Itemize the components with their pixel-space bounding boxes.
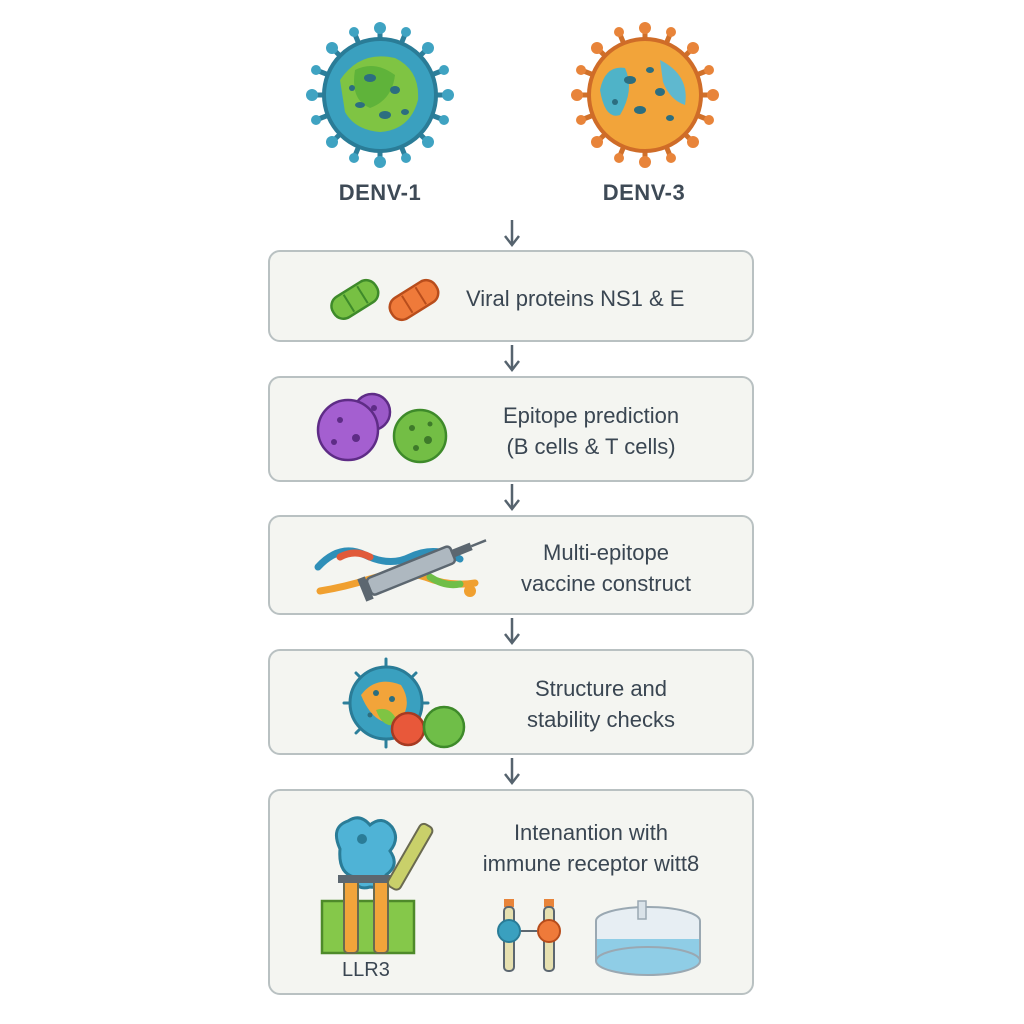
down-arrow-icon bbox=[504, 758, 520, 786]
denv1-label: DENV-1 bbox=[338, 180, 422, 205]
denv1-virus-icon bbox=[306, 22, 454, 168]
petri-dish-icon bbox=[595, 900, 701, 976]
cell-clusters-icon bbox=[316, 392, 448, 464]
protein-structure-icon bbox=[342, 657, 466, 749]
step-label: Viral proteins NS1 & E bbox=[466, 283, 684, 314]
step-label: Structure and stability checks bbox=[506, 673, 696, 735]
lab-vials-icon bbox=[497, 899, 561, 972]
step-receptor-interaction: LLR3 Intenantion with immune receptor wi… bbox=[268, 789, 754, 995]
labware-label: LLR3 bbox=[342, 959, 390, 981]
step-structure-checks: Structure and stability checks bbox=[268, 649, 754, 755]
receptor-labware-icon bbox=[320, 816, 434, 955]
denv3-virus-icon bbox=[571, 22, 719, 168]
step-label: Multi-epitope vaccine construct bbox=[506, 537, 706, 599]
step-viral-proteins: Viral proteins NS1 & E bbox=[268, 250, 754, 342]
syringe-construct-icon bbox=[314, 539, 487, 602]
step-label-line: (B cells & T cells) bbox=[506, 434, 676, 459]
down-arrow-icon bbox=[504, 345, 520, 373]
step-vaccine-construct: Multi-epitope vaccine construct bbox=[268, 515, 754, 615]
step-label-line: immune receptor witt8 bbox=[482, 851, 700, 876]
step-label-line: Intenantion with bbox=[513, 820, 669, 845]
down-arrow-icon bbox=[504, 220, 520, 248]
denv1-virus bbox=[300, 20, 460, 170]
down-arrow-icon bbox=[504, 618, 520, 646]
step-label-line: Epitope prediction bbox=[502, 403, 680, 428]
step-label: Epitope prediction (B cells & T cells) bbox=[466, 400, 716, 462]
denv3-label: DENV-3 bbox=[602, 180, 686, 205]
step-label: Intenantion with immune receptor witt8 bbox=[466, 817, 716, 879]
down-arrow-icon bbox=[504, 484, 520, 512]
step-epitope-prediction: Epitope prediction (B cells & T cells) bbox=[268, 376, 754, 482]
step-label-line: Structure and bbox=[534, 676, 668, 701]
step-label-line: Viral proteins NS1 & E bbox=[466, 286, 685, 311]
denv3-virus bbox=[565, 20, 725, 170]
step-label-line: Multi-epitope bbox=[543, 540, 669, 565]
protein-capsules-icon bbox=[330, 278, 440, 322]
step-label-line: vaccine construct bbox=[521, 571, 691, 596]
step-label-line: stability checks bbox=[527, 707, 675, 732]
